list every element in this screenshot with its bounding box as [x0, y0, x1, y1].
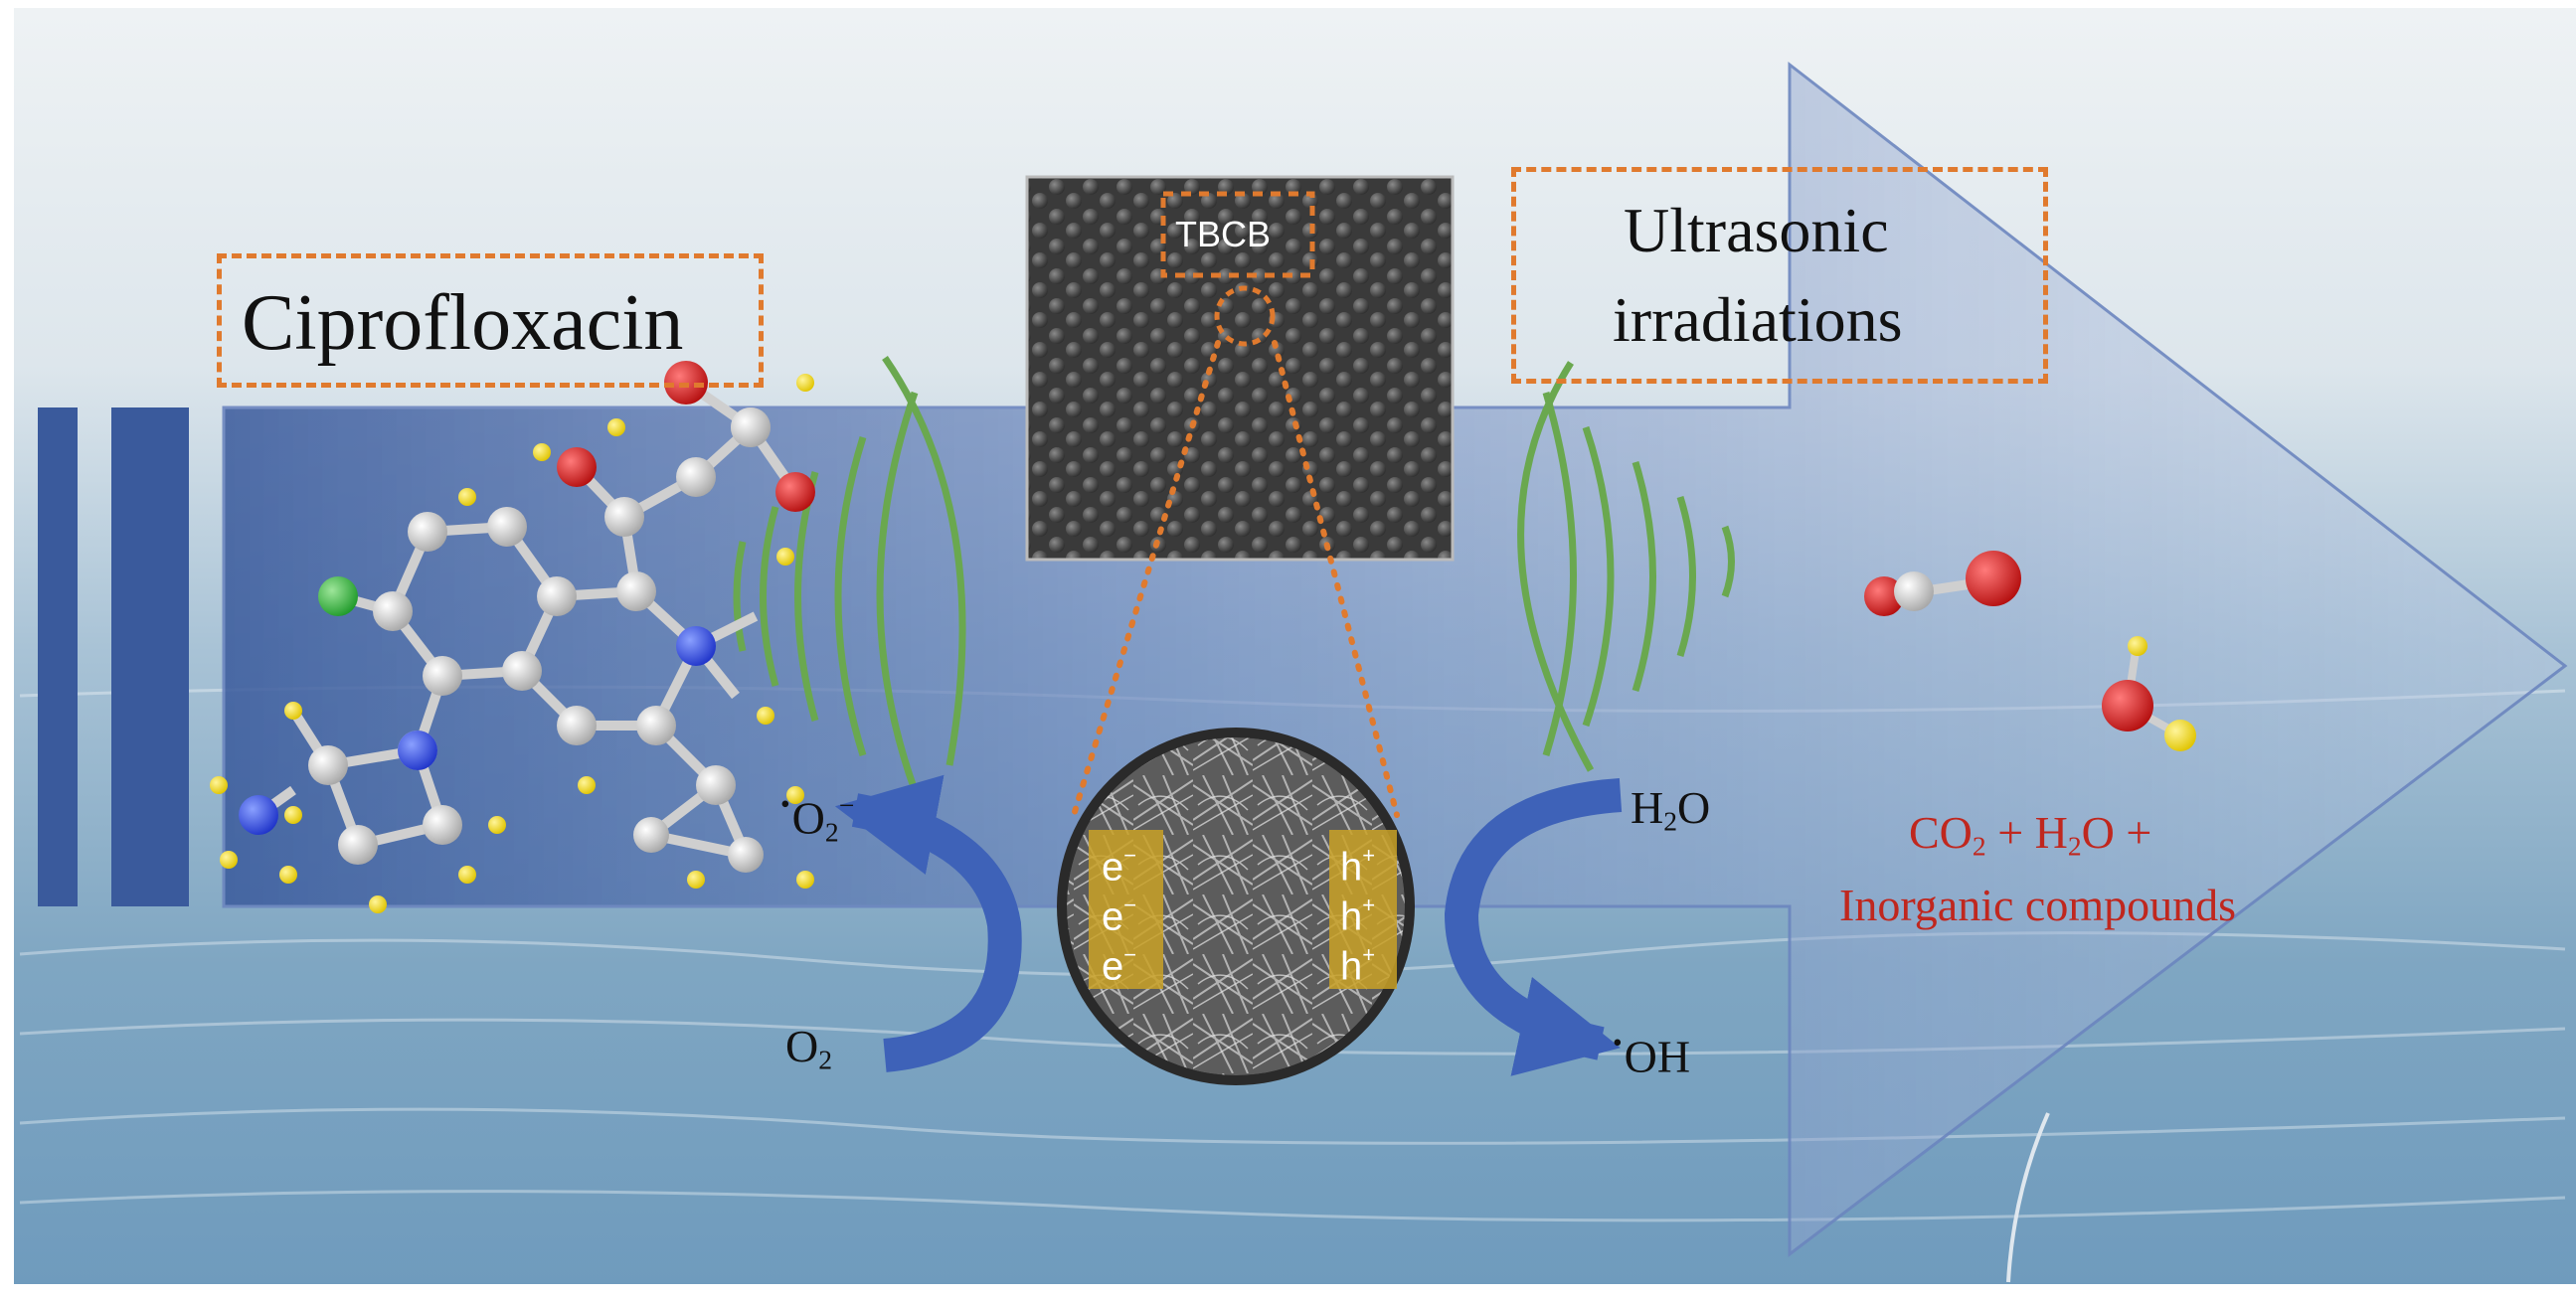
zoom-line-left [1071, 340, 1221, 818]
products-line2: Inorganic compounds [1839, 880, 2237, 930]
ciprofloxacin-label: Ciprofloxacin [242, 279, 684, 367]
ultrasonic-label-line1: Ultrasonic [1624, 195, 1889, 265]
products-line1: CO2 + H2O + [1909, 807, 2152, 862]
tbcb-zoom-box [1160, 191, 1315, 278]
ultrasonic-box [1511, 167, 2048, 384]
hole-strip [1329, 830, 1397, 989]
water-label: H2O [1631, 782, 1711, 837]
hydroxyl-radical-label: •OH [1613, 1027, 1691, 1082]
oxygen-label: O2 [785, 1021, 833, 1075]
electron-label-3: e− [1102, 942, 1137, 989]
arrow-tail-bar-1 [38, 407, 78, 906]
electron-strip [1089, 830, 1163, 989]
ciprofloxacin-atoms [210, 361, 815, 913]
hole-label-3: h+ [1340, 942, 1376, 989]
ultrasonic-waves-left [733, 356, 966, 792]
arrow-tail-bar-2 [111, 407, 189, 906]
hole-label-2: h+ [1340, 893, 1376, 939]
arrow-o2-to-superoxide [834, 774, 1022, 1072]
zoom-line-right [1272, 340, 1400, 818]
hole-label-1: h+ [1340, 843, 1376, 890]
h2o-molecule [2102, 636, 2196, 751]
co2-molecule [1864, 551, 2021, 616]
ultrasonic-label-line2: irradiations [1613, 284, 1903, 355]
reed-stem [2006, 1112, 2050, 1283]
electron-label-1: e− [1102, 843, 1137, 890]
electron-label-2: e− [1102, 893, 1137, 939]
tbcb-photo [1025, 175, 1455, 562]
tbcb-zoom-spot [1214, 285, 1276, 347]
process-arrow [222, 61, 2568, 1258]
arrow-water-to-hydroxyl [1444, 778, 1623, 1076]
ciprofloxacin-box [217, 253, 764, 388]
ultrasonic-waves-right [1517, 361, 1735, 772]
tbcb-label: TBCB [1175, 214, 1272, 254]
superoxide-label: •O2− [780, 788, 855, 848]
